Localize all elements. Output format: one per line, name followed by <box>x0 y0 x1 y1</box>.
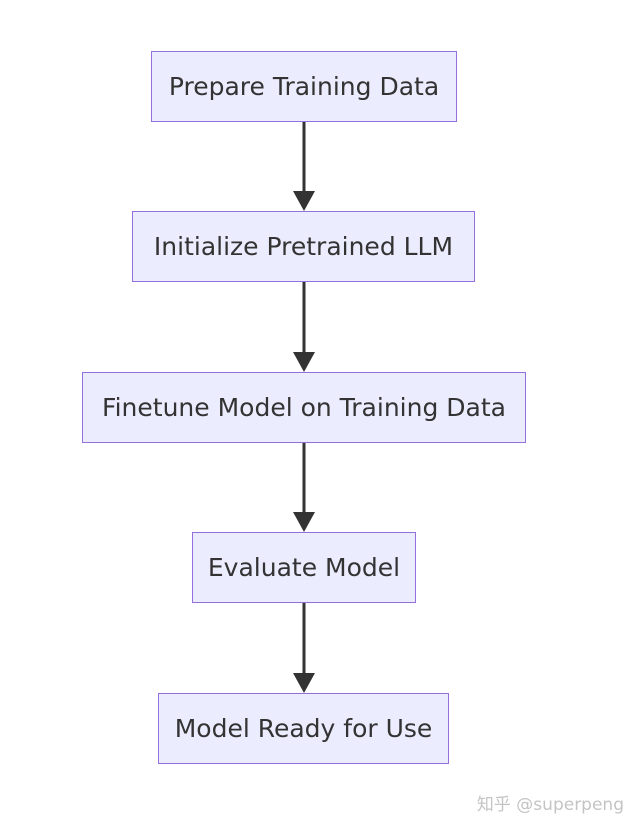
node-label: Finetune Model on Training Data <box>102 393 506 422</box>
node-label: Model Ready for Use <box>174 714 433 743</box>
arrowhead-icon <box>293 191 315 211</box>
node-prepare-training-data: Prepare Training Data <box>151 51 457 122</box>
watermark: 知乎 @superpeng <box>476 795 624 815</box>
node-initialize-pretrained-llm: Initialize Pretrained LLM <box>132 211 475 282</box>
arrowhead-icon <box>293 352 315 372</box>
arrowhead-icon <box>293 512 315 532</box>
arrowhead-icon <box>293 673 315 693</box>
node-label: Evaluate Model <box>207 553 401 582</box>
edge-finetune-to-evaluate <box>293 443 315 532</box>
node-label: Initialize Pretrained LLM <box>153 232 454 261</box>
node-finetune-model: Finetune Model on Training Data <box>82 372 526 443</box>
node-model-ready: Model Ready for Use <box>158 693 449 764</box>
edge-initialize-to-finetune <box>293 282 315 372</box>
edge-evaluate-to-ready <box>293 603 315 693</box>
node-evaluate-model: Evaluate Model <box>192 532 416 603</box>
edge-prepare-to-initialize <box>293 122 315 211</box>
node-label: Prepare Training Data <box>168 72 440 101</box>
